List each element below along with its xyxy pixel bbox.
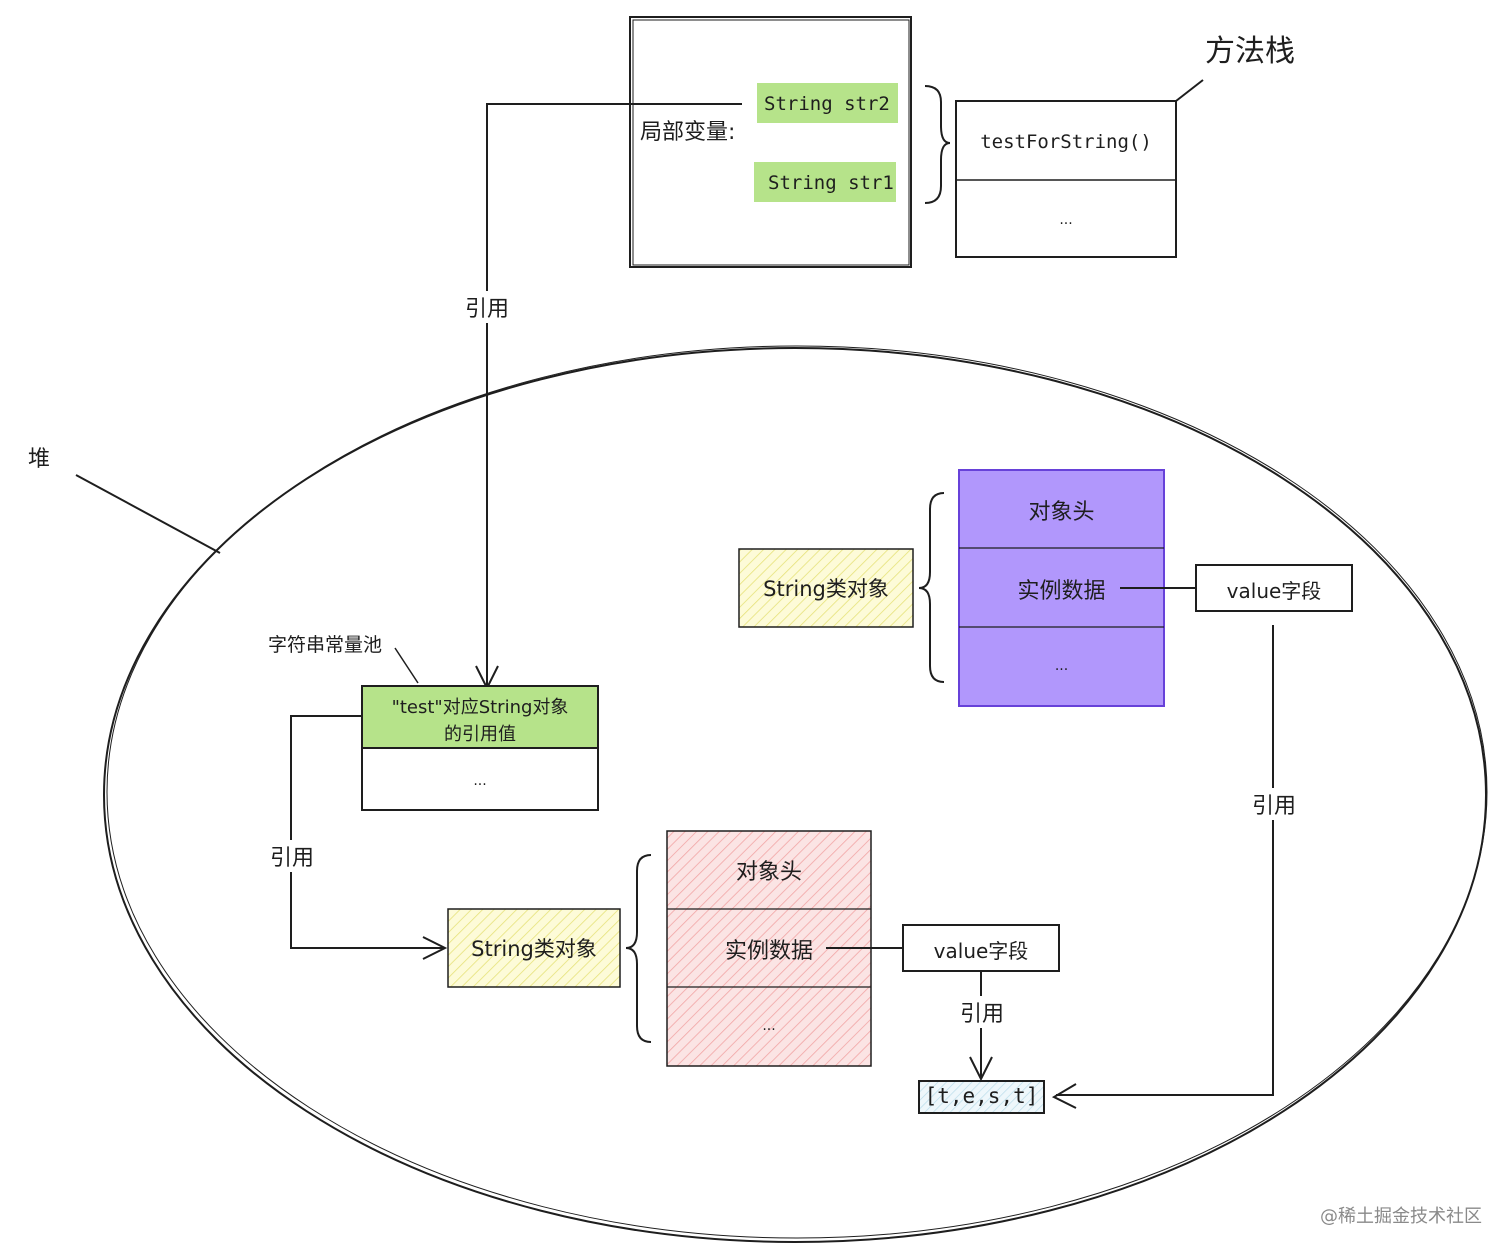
lower-instance-data: 实例数据 — [724, 939, 813, 964]
ref-label-bottom: 引用 — [960, 996, 1005, 1028]
lower-object-header: 对象头 — [735, 860, 802, 885]
stack-frame-box-sketch — [632, 19, 910, 266]
char-array-box — [918, 1080, 1045, 1114]
lower-string-object-label: String类对象 — [471, 937, 597, 961]
pool-more-box — [361, 747, 599, 811]
string-pool-label: 字符串常量池 — [268, 634, 383, 656]
lower-value-field-label: value字段 — [933, 939, 1029, 963]
ref-line-pool-to-object — [290, 715, 443, 949]
lower-value-field-box — [902, 924, 1060, 972]
upper-string-object-label: String类对象 — [763, 577, 889, 601]
stack-frame-box — [629, 16, 912, 268]
method-stack-more: ... — [1059, 212, 1073, 228]
stack-brace — [924, 85, 951, 204]
str2-highlight — [757, 83, 898, 123]
str1-label: String str1 — [768, 172, 894, 194]
heap-ellipse-sketch — [106, 345, 1488, 1239]
pool-entry-line1: "test"对应String对象 — [391, 697, 569, 718]
ref-line-str2-to-pool — [486, 103, 742, 686]
upper-instance-data: 实例数据 — [1017, 579, 1106, 604]
char-array-label: [t,e,s,t] — [924, 1084, 1039, 1108]
lower-string-label-box — [447, 908, 621, 988]
lower-object-brace — [625, 854, 652, 1043]
test-for-string-label: testForString() — [980, 131, 1152, 153]
method-stack-box — [955, 100, 1177, 258]
upper-object-header: 对象头 — [1028, 500, 1095, 525]
pool-entry-line2: 的引用值 — [444, 724, 516, 745]
upper-value-field-label: value字段 — [1226, 579, 1322, 603]
method-stack-pointer — [1175, 79, 1204, 102]
method-stack-title: 方法栈 — [1205, 34, 1295, 69]
upper-object-more: ... — [1054, 658, 1069, 674]
upper-string-label-box — [738, 548, 914, 628]
ref-arrowhead-array-right — [1051, 1083, 1077, 1109]
upper-value-field-box — [1195, 564, 1353, 612]
ref-line-upper-value-to-array — [1056, 625, 1274, 1096]
watermark: @稀土掘金技术社区 — [1320, 1206, 1482, 1227]
heap-pointer-line — [75, 474, 221, 554]
ref-arrowhead-array-top — [969, 1056, 993, 1082]
ref-label-right: 引用 — [1252, 788, 1297, 820]
heap-ellipse — [103, 347, 1487, 1243]
pool-more: ... — [473, 773, 487, 789]
ref-label-left: 引用 — [270, 840, 315, 872]
local-vars-label: 局部变量: — [640, 120, 736, 145]
lower-object-more: ... — [762, 1018, 776, 1034]
heap-label: 堆 — [28, 447, 51, 472]
ref-arrowhead-object — [422, 936, 448, 960]
string-pool-pointer — [394, 647, 419, 684]
str1-highlight — [754, 162, 896, 202]
upper-object-brace — [918, 492, 945, 683]
str2-label: String str2 — [764, 93, 890, 115]
ref-label-top: 引用 — [465, 291, 510, 323]
